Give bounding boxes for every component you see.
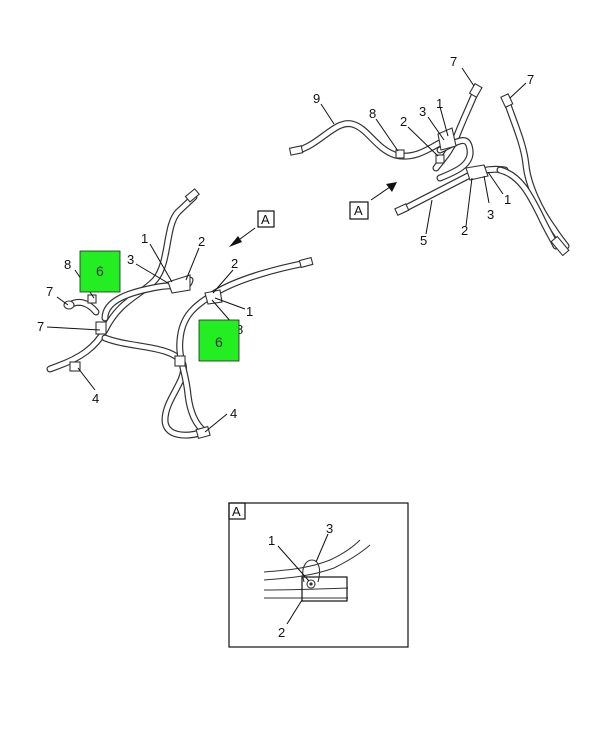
detail-hose-2: [263, 544, 371, 581]
detail-callout-1: 1: [268, 533, 275, 548]
fitting-top-7: [468, 82, 483, 98]
detail-callout-2: 2: [278, 625, 285, 640]
view-a-tag-left-text: A: [261, 212, 270, 227]
fitting-right: [298, 256, 314, 269]
clamp-top-left: [87, 294, 97, 304]
callout-2-right-of-left: 2: [231, 256, 238, 271]
left-assembly: 1 2 3 8 7 7 4 4 2 1 8 6 6 A: [37, 188, 314, 440]
callout-7-left-lower: 7: [37, 319, 44, 334]
detail-clamp: [302, 559, 321, 583]
fitting-bottom: [195, 425, 211, 440]
fitting-5-end: [394, 203, 410, 216]
callout-7-left-upper: 7: [46, 284, 53, 299]
callout-1-right-of-left: 1: [246, 304, 253, 319]
view-a-tag-right-text: A: [354, 203, 363, 218]
callout-3-left: 3: [127, 252, 134, 267]
callout-8-right-of-left: 8: [236, 322, 243, 337]
callout-1-right-lower: 1: [504, 192, 511, 207]
bracket-left: [167, 274, 191, 294]
view-a-tag-right: [349, 201, 369, 220]
view-a-arrow-left: [229, 236, 242, 247]
detail-hose-3: [263, 587, 349, 591]
detail-hose-1: [263, 539, 361, 573]
callout-8-left: 8: [64, 257, 71, 272]
highlight-box-item-6-right: [198, 319, 240, 362]
callout-3-right-lower: 3: [487, 207, 494, 222]
bracket-upper-right: [437, 127, 457, 151]
callout-7-right-far: 7: [527, 72, 534, 87]
bracket-lower-right: [465, 164, 489, 181]
fitting-left-low: [69, 361, 81, 372]
detail-bracket-plate: [301, 576, 348, 602]
highlight-box-item-6-left: [79, 250, 121, 293]
detail-bolt-center: [309, 582, 313, 586]
highlight-label-6-right: 6: [215, 334, 223, 350]
callout-1-right-upper: 1: [436, 96, 443, 111]
callout-5: 5: [420, 233, 427, 248]
clamp-8-right: [395, 149, 405, 159]
right-assembly: 7 7 9 8 1 3 2 1 3 2 5 A: [288, 54, 570, 257]
callout-3-right-upper: 3: [419, 104, 426, 119]
callout-4-left: 4: [92, 391, 99, 406]
fitting-9-end: [288, 145, 304, 156]
detail-tag-box: [228, 502, 246, 520]
fitting-right-bottom: [550, 235, 570, 257]
detail-view-a: A 1 3 2: [228, 502, 409, 648]
clamp-2-right: [435, 154, 445, 164]
detail-callout-3: 3: [326, 521, 333, 536]
callout-9: 9: [313, 91, 320, 106]
detail-tag-text: A: [232, 504, 241, 519]
callout-8-right: 8: [369, 106, 376, 121]
callout-2-left: 2: [198, 234, 205, 249]
callout-2-right-lower: 2: [461, 223, 468, 238]
fitting-top: [184, 188, 200, 203]
fitting-left-end: [63, 300, 75, 310]
callout-2-right-upper: 2: [400, 114, 407, 129]
callout-4-bottom: 4: [230, 406, 237, 421]
callout-1-left: 1: [141, 231, 148, 246]
view-a-arrow-right: [386, 182, 397, 192]
detail-frame: [228, 502, 409, 648]
highlight-label-6-left: 6: [96, 263, 104, 279]
view-a-tag-left: [257, 210, 275, 228]
fitting-right-7: [500, 93, 514, 108]
callout-7-right-top: 7: [450, 54, 457, 69]
clamp-mid: [174, 355, 186, 367]
clamp-left: [95, 321, 107, 335]
